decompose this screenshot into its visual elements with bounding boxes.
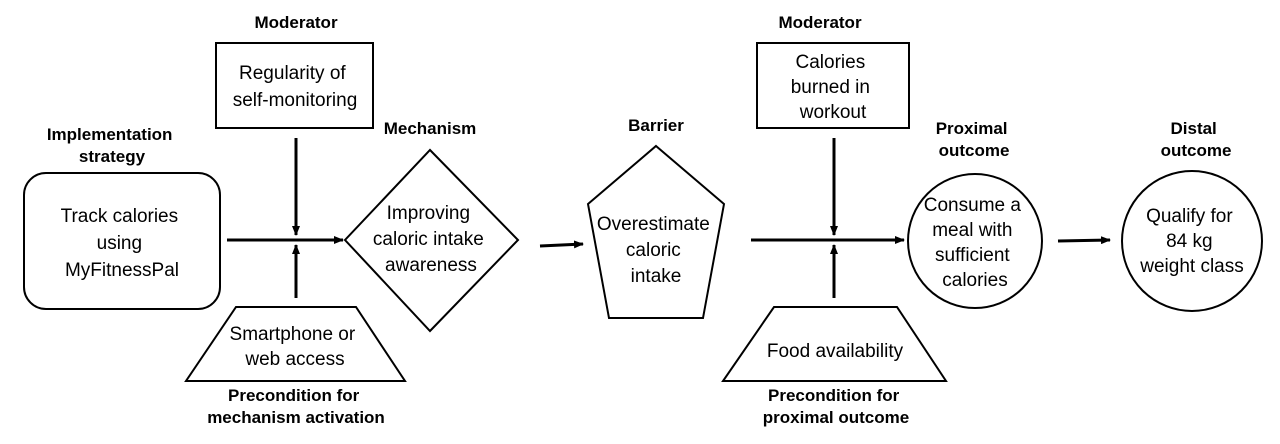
strategy-text: Track calories using MyFitnessPal [61, 206, 184, 281]
mechanism-text: Improving caloric intake awareness [373, 203, 489, 276]
distal-outcome-circle [1121, 170, 1263, 312]
precondition-left-text: Smartphone or web access [230, 324, 361, 370]
barrier-heading: Barrier [628, 116, 684, 135]
proximal-outcome-heading: Proximal outcome [936, 119, 1013, 160]
arrow-proximal-to-distal [1057, 236, 1111, 245]
moderator-left-text: Regularity of self-monitoring [233, 63, 358, 111]
precondition-right-trapezoid [721, 306, 948, 382]
moderator-left-heading: Moderator [254, 13, 338, 32]
arrow-mechanism-to-barrier [539, 240, 584, 249]
moderator-right-box [756, 42, 910, 129]
precondition-proximal-heading: Precondition for proximal outcome [763, 386, 909, 427]
moderator-right-heading: Moderator [778, 13, 862, 32]
barrier-pentagon [586, 144, 726, 319]
precondition-left-trapezoid [184, 306, 407, 382]
mechanism-diamond [343, 148, 520, 333]
proximal-outcome-circle [907, 173, 1043, 309]
distal-outcome-text: Qualify for 84 kg weight class [1139, 206, 1244, 277]
barrier-text: Overestimate caloric intake [597, 214, 715, 287]
mechanism-heading: Mechanism [384, 119, 477, 138]
implementation-strategy-heading: Implementation strategy [47, 125, 177, 166]
precondition-mechanism-heading: Precondition for mechanism activation [207, 386, 385, 427]
proximal-outcome-text: Consume a meal with sufficient calories [924, 195, 1026, 291]
moderator-right-text: Calories burned in workout [791, 52, 876, 123]
moderator-left-box [215, 42, 374, 129]
strategy-box [23, 172, 221, 310]
distal-outcome-heading: Distal outcome [1161, 119, 1232, 160]
precondition-right-text: Food availability [767, 341, 904, 362]
